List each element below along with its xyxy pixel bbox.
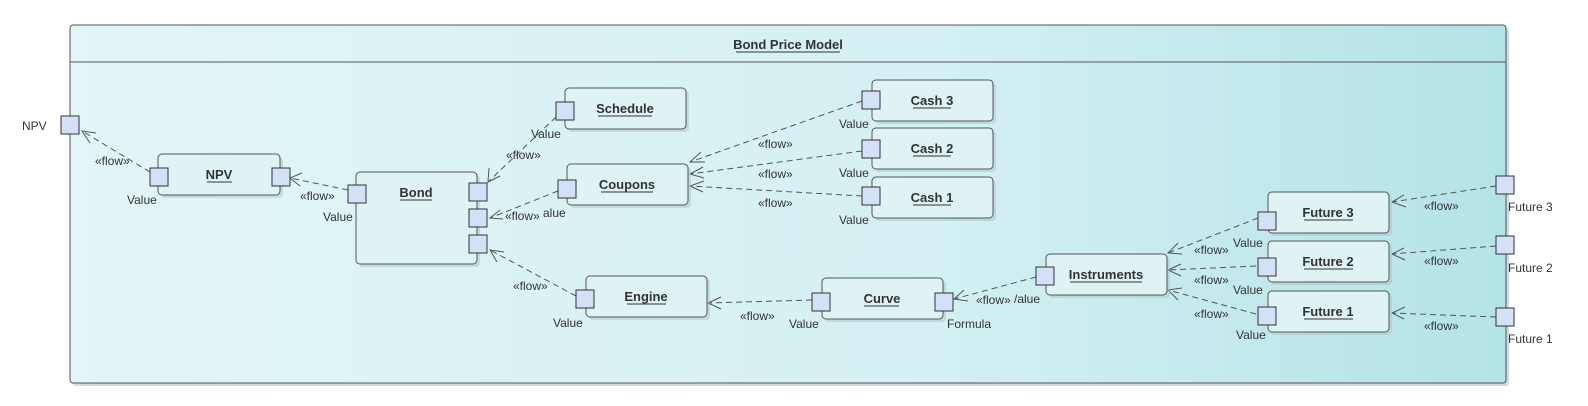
component-title: Cash 2 [911,141,954,156]
flow-label: «flow» [740,309,775,323]
component-cash3[interactable]: Cash 3 [871,79,996,124]
component-future2[interactable]: Future 2 [1267,240,1392,285]
component-title: Schedule [596,101,654,116]
port-coupons-value[interactable] [557,179,577,199]
port-instruments-value[interactable] [1035,266,1055,286]
component-bond[interactable]: Bond [355,171,480,267]
port-npv-out[interactable] [271,167,291,187]
port-future1-value[interactable] [1257,306,1277,326]
port-label: Value [531,127,561,141]
port-label: Value [127,193,157,207]
port-label: Value [839,166,869,180]
component-title: Cash 3 [911,93,954,108]
port-label: Value [839,213,869,227]
port-future2-value[interactable] [1257,257,1277,277]
component-cash2[interactable]: Cash 2 [871,127,996,172]
port-label: Value [553,316,583,330]
component-cash1[interactable]: Cash 1 [871,176,996,221]
component-instruments[interactable]: Instruments [1045,253,1170,298]
component-title: NPV [206,167,233,182]
flow-label: «flow» [1194,307,1229,321]
component-schedule[interactable]: Schedule [564,87,689,132]
port-label: Value [1233,283,1263,297]
port-label: Value [789,317,819,331]
port-label: Value [1233,236,1263,250]
component-title: Future 3 [1302,205,1353,220]
flow-label: «flow» [1424,319,1459,333]
component-title: Future 1 [1302,304,1353,319]
port-future3-value[interactable] [1257,211,1277,231]
port-outer-future1[interactable] [1495,307,1515,327]
flow-label: «flow» [300,189,335,203]
component-curve[interactable]: Curve [821,277,946,322]
port-cash1-value[interactable] [861,186,881,206]
flow-label: «flow» [1194,273,1229,287]
port-label: NPV [22,119,47,133]
port-label: Value [1236,328,1266,342]
flow-label: «flow» [513,279,548,293]
component-coupons[interactable]: Coupons [566,163,691,208]
flow-cash3-to-coupons[interactable]: «flow» [688,100,863,163]
port-cash3-value[interactable] [861,90,881,110]
flow-label: «flow» [1194,243,1229,257]
port-curve-value[interactable] [811,292,831,312]
port-schedule-value[interactable] [555,101,575,121]
flow-npv-to-outer[interactable]: «flow» [80,130,151,173]
port-label: Value [323,210,353,224]
component-engine[interactable]: Engine [585,275,710,320]
component-future3[interactable]: Future 3 [1267,191,1392,236]
port-bond-engine[interactable] [468,234,488,254]
port-curve-formula[interactable] [934,292,954,312]
port-outer-future3[interactable] [1495,175,1515,195]
component-title: Coupons [599,177,655,192]
model-title: Bond Price Model [733,37,843,52]
port-label: Future 3 [1508,200,1553,214]
port-outer-npv[interactable] [60,115,80,135]
flow-label: «flow» [95,154,130,168]
port-bond-coupons[interactable] [468,208,488,228]
component-title: Cash 1 [911,190,954,205]
component-title: Instruments [1069,267,1143,282]
flow-engine-to-bond[interactable]: «flow» [489,249,577,297]
flow-future2-to-instruments[interactable]: «flow» [1166,263,1257,287]
flow-label: «flow» [976,293,1011,307]
component-future1[interactable]: Future 1 [1267,290,1392,335]
port-bond-value[interactable] [347,184,367,204]
flow-coupons-to-bond[interactable]: «flow» [488,190,559,223]
flow-label: «flow» [758,137,793,151]
flow-label: «flow» [1424,254,1459,268]
port-engine-value[interactable] [575,289,595,309]
flow-label: «flow» [1424,199,1459,213]
port-label: /alue [1014,292,1040,306]
flow-label: «flow» [505,209,540,223]
component-npv[interactable]: NPV [157,153,283,198]
port-npv-value[interactable] [149,167,169,187]
component-title: Curve [864,291,901,306]
flow-schedule-to-bond[interactable]: «flow» [487,116,557,183]
component-title: Future 2 [1302,254,1353,269]
port-label: Value [839,117,869,131]
port-cash2-value[interactable] [861,139,881,159]
component-title: Bond [399,185,432,200]
flow-instruments-to-curve[interactable]: «flow» [952,276,1037,307]
flow-future3-to-instruments[interactable]: «flow» [1166,217,1259,257]
flow-label: «flow» [758,167,793,181]
port-outer-future2[interactable] [1495,235,1515,255]
component-title: Engine [624,289,667,304]
port-label: alue [543,206,566,220]
port-label: Future 1 [1508,332,1553,346]
port-label: Future 2 [1508,261,1553,275]
port-label: Formula [947,317,991,331]
flow-label: «flow» [758,196,793,210]
flow-label: «flow» [506,148,541,162]
port-bond-schedule[interactable] [468,182,488,202]
